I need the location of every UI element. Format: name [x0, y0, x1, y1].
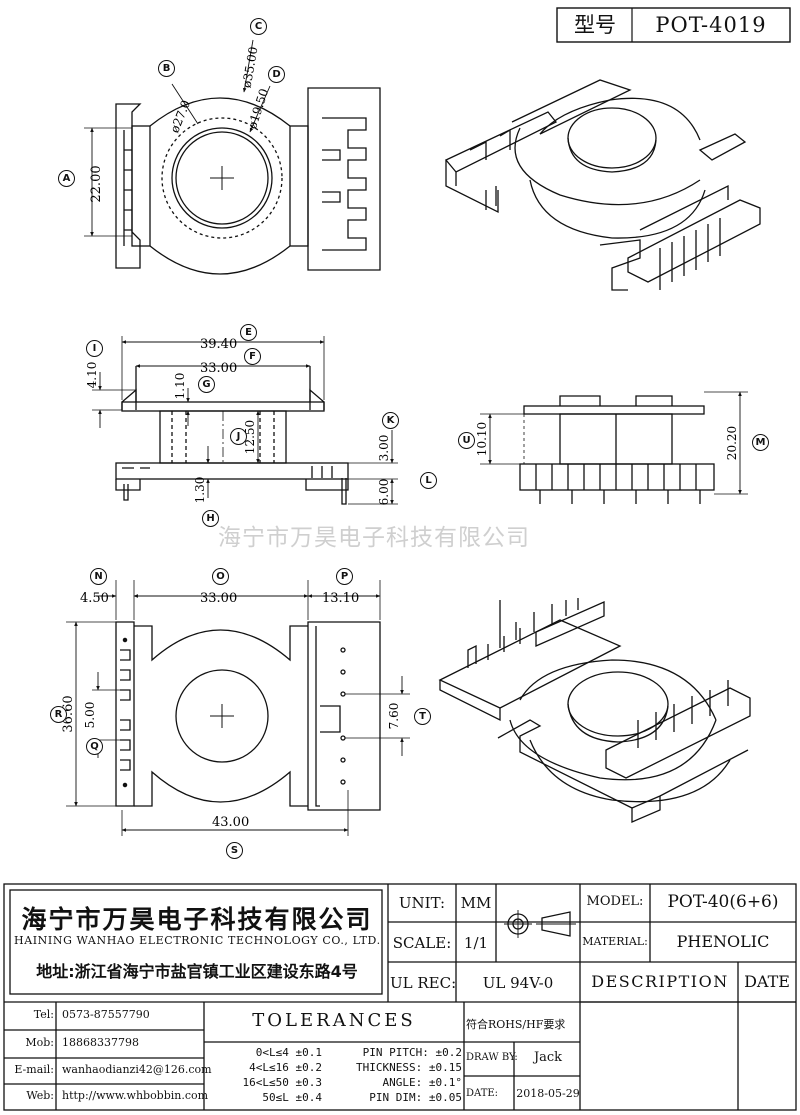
callout-o: O — [212, 568, 229, 585]
scale-value: 1/1 — [463, 934, 489, 952]
contact-value: 18868337798 — [62, 1036, 139, 1049]
dim-r-value: 36.60 — [61, 695, 76, 732]
isometric-view-bottom — [438, 598, 751, 823]
material-label: MATERIAL: — [582, 935, 648, 948]
ul-rec-value: UL 94V-0 — [482, 974, 554, 992]
dim-i-value: 4.10 — [85, 362, 99, 389]
drawn-by-value: Jack — [533, 1050, 563, 1065]
drawn-by-label: DRAW BY: — [466, 1052, 518, 1063]
material-value: PHENOLIC — [676, 932, 770, 951]
dim-o-value: 33.00 — [200, 591, 237, 606]
top-view — [84, 39, 381, 275]
company-address: 地址:浙江省海宁市盐官镇工业区建设东路4号 — [36, 962, 358, 981]
date-header: DATE — [744, 972, 790, 991]
dim-a-value: 22.00 — [89, 165, 104, 202]
callout-q: Q — [86, 738, 103, 755]
callout-s: S — [226, 842, 243, 859]
dim-q-value: 5.00 — [83, 702, 97, 729]
company-name-en: HAINING WANHAO ELECTRONIC TECHNOLOGY CO.… — [14, 934, 381, 947]
callout-l: L — [420, 472, 437, 489]
watermark-text: 海宁市万昊电子科技有限公司 — [218, 525, 530, 551]
callout-f: F — [244, 348, 261, 365]
tolerance-row: 50≤L ±0.4 — [262, 1091, 322, 1104]
model-label: MODEL: — [586, 894, 644, 909]
bottom-view — [66, 580, 410, 836]
dim-k-value: 3.00 — [377, 435, 391, 462]
rohs-note: 符合ROHS/HF要求 — [466, 1018, 566, 1031]
description-header: DESCRIPTION — [591, 972, 729, 991]
dim-s-value: 43.00 — [212, 815, 249, 830]
contact-value: wanhaodianzi42@126.com — [62, 1063, 212, 1076]
date-value: 2018-05-29 — [516, 1087, 580, 1100]
pin-tolerance-row: PIN DIM: ±0.05 — [369, 1091, 462, 1104]
date-label: DATE: — [466, 1088, 499, 1099]
callout-m: M — [752, 434, 769, 451]
dim-c-value: ø35.00 — [240, 46, 261, 89]
tolerance-row: 4<L≤16 ±0.2 — [249, 1061, 322, 1074]
model-value: POT-40(6+6) — [667, 892, 779, 912]
tolerance-row: 16<L≤50 ±0.3 — [242, 1076, 322, 1089]
contact-value: 0573-87557790 — [62, 1008, 150, 1021]
dim-p-value: 13.10 — [322, 591, 359, 606]
dim-j-value: 12.50 — [243, 420, 257, 454]
callout-t: T — [414, 708, 431, 725]
scale-label: SCALE: — [392, 934, 452, 952]
dim-u-value: 10.10 — [475, 422, 489, 456]
callout-i: I — [86, 340, 103, 357]
callout-p: P — [336, 568, 353, 585]
contact-label: Tel: — [33, 1008, 54, 1021]
dim-f-value: 33.00 — [200, 361, 237, 376]
callout-e: E — [240, 324, 257, 341]
front-view — [92, 336, 398, 505]
dim-l-value: 6.00 — [377, 479, 391, 506]
dim-t-value: 7.60 — [387, 703, 401, 730]
dim-b-value: ø27.0 — [167, 98, 193, 135]
contact-label: Web: — [26, 1089, 54, 1102]
dim-e-value: 39.40 — [200, 337, 237, 352]
callout-h: H — [202, 510, 219, 527]
model-box-value: POT-4019 — [655, 13, 767, 37]
contact-label: E-mail: — [14, 1063, 54, 1076]
dim-g-value: 1.10 — [173, 373, 187, 400]
dim-n-value: 4.50 — [80, 591, 109, 606]
dim-d-value: ø19.50 — [245, 87, 271, 131]
callout-a: A — [58, 170, 75, 187]
pin-tolerance-row: THICKNESS: ±0.15 — [356, 1061, 462, 1074]
contact-value: http://www.whbobbin.com — [62, 1089, 209, 1102]
callout-d: D — [268, 66, 285, 83]
callout-g: G — [198, 376, 215, 393]
model-box-label: 型号 — [574, 13, 616, 37]
callout-n: N — [90, 568, 107, 585]
dim-m-value: 20.20 — [725, 426, 739, 460]
contact-label: Mob: — [25, 1036, 54, 1049]
callout-u: U — [458, 432, 475, 449]
dim-h-value: 1.30 — [193, 477, 207, 504]
model-number-box — [556, 7, 791, 43]
company-name-cn: 海宁市万昊电子科技有限公司 — [21, 905, 373, 934]
callout-c: C — [250, 18, 267, 35]
title-block-grid — [3, 883, 797, 1111]
tolerances-title: TOLERANCES — [252, 1010, 416, 1031]
ul-rec-label: UL REC: — [390, 974, 457, 992]
unit-value: MM — [460, 894, 492, 912]
unit-label: UNIT: — [398, 894, 446, 912]
isometric-view-top — [444, 79, 761, 291]
callout-r: R — [50, 706, 67, 723]
callout-j: J — [230, 428, 247, 445]
callout-k: K — [382, 412, 399, 429]
tolerance-row: 0<L≤4 ±0.1 — [255, 1046, 322, 1059]
side-view — [480, 391, 748, 504]
callout-b: B — [158, 60, 175, 77]
pin-tolerance-row: ANGLE: ±0.1° — [382, 1076, 462, 1089]
pin-tolerance-row: PIN PITCH: ±0.2 — [362, 1046, 462, 1059]
